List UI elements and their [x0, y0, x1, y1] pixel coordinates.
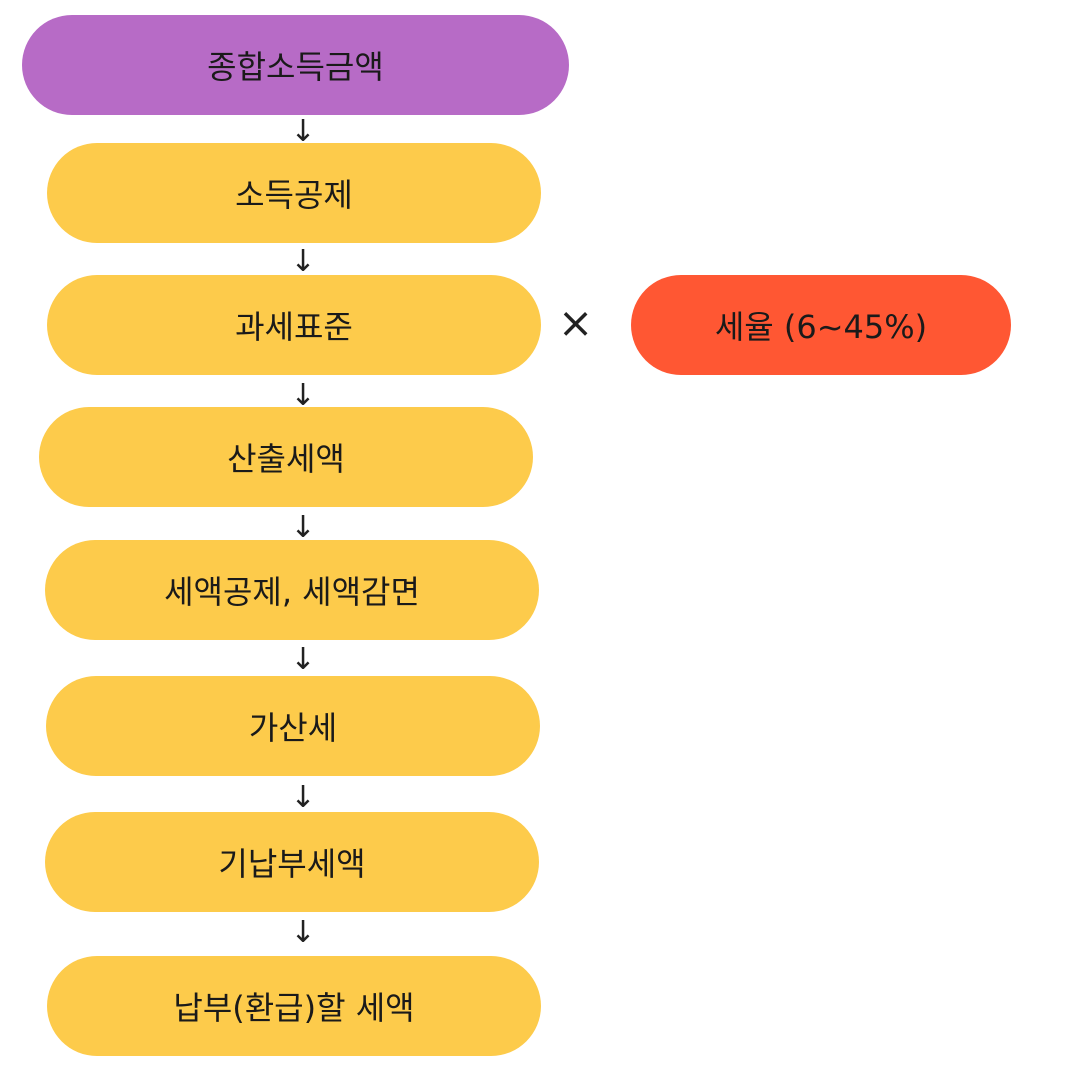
start-node-total-income: 종합소득금액 — [22, 15, 569, 115]
arrow-down-icon: ↓ — [290, 780, 316, 815]
multiply-icon: × — [558, 298, 594, 347]
step-node-additional-tax: 가산세 — [46, 676, 540, 776]
step-node-calculated-tax: 산출세액 — [39, 407, 533, 507]
arrow-down-icon: ↓ — [290, 642, 316, 677]
arrow-down-icon: ↓ — [290, 244, 316, 279]
arrow-down-icon: ↓ — [290, 378, 316, 413]
tax-rate-node: 세율 (6~45%) — [631, 275, 1011, 375]
arrow-down-icon: ↓ — [290, 510, 316, 545]
step-node-tax-base: 과세표준 — [47, 275, 541, 375]
arrow-down-icon: ↓ — [290, 114, 316, 149]
step-node-prepaid-tax: 기납부세액 — [45, 812, 539, 912]
step-node-final-tax-payable-refund: 납부(환급)할 세액 — [47, 956, 541, 1056]
step-node-tax-credit-reduction: 세액공제, 세액감면 — [45, 540, 539, 640]
arrow-down-icon: ↓ — [290, 915, 316, 950]
step-node-income-deduction: 소득공제 — [47, 143, 541, 243]
